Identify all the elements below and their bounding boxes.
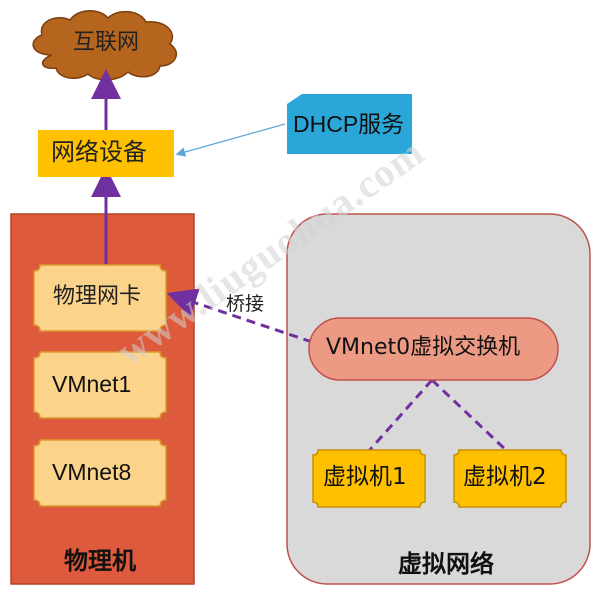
vm2-ticket: [453, 449, 567, 508]
dhcp-label: DHCP服务: [293, 111, 405, 137]
link-switch-vm1: [366, 379, 434, 453]
virtual-network-label: 虚拟网络: [398, 550, 494, 578]
dhcp-box: [287, 94, 412, 154]
network-device-box: [38, 130, 174, 177]
virtual-network-panel: [286, 213, 591, 585]
internet-cloud-shape: [32, 10, 178, 81]
internet-label: 互联网: [73, 30, 140, 55]
vm1-ticket: [312, 449, 426, 508]
physical-nic-label: 物理网卡: [53, 284, 142, 309]
vmnet1-label: VMnet1: [52, 371, 132, 397]
vmnet8-ticket: [33, 439, 167, 507]
vswitch-label: VMnet0虚拟交换机: [326, 335, 521, 360]
physical-nic-ticket: [33, 264, 167, 332]
vmnet1-ticket: [33, 351, 167, 419]
network-device-label: 网络设备: [51, 138, 147, 166]
physical-machine-label: 物理机: [64, 547, 136, 575]
link-switch-vm2: [430, 378, 510, 454]
bridge-label: 桥接: [226, 293, 265, 315]
vm1-label: 虚拟机1: [323, 464, 407, 490]
arrow-dhcp-to-device: [175, 123, 286, 157]
vswitch-pill: [308, 317, 559, 381]
vmnet8-label: VMnet8: [52, 459, 132, 485]
vm2-label: 虚拟机2: [463, 464, 547, 490]
arrow-bridge: [166, 288, 313, 344]
